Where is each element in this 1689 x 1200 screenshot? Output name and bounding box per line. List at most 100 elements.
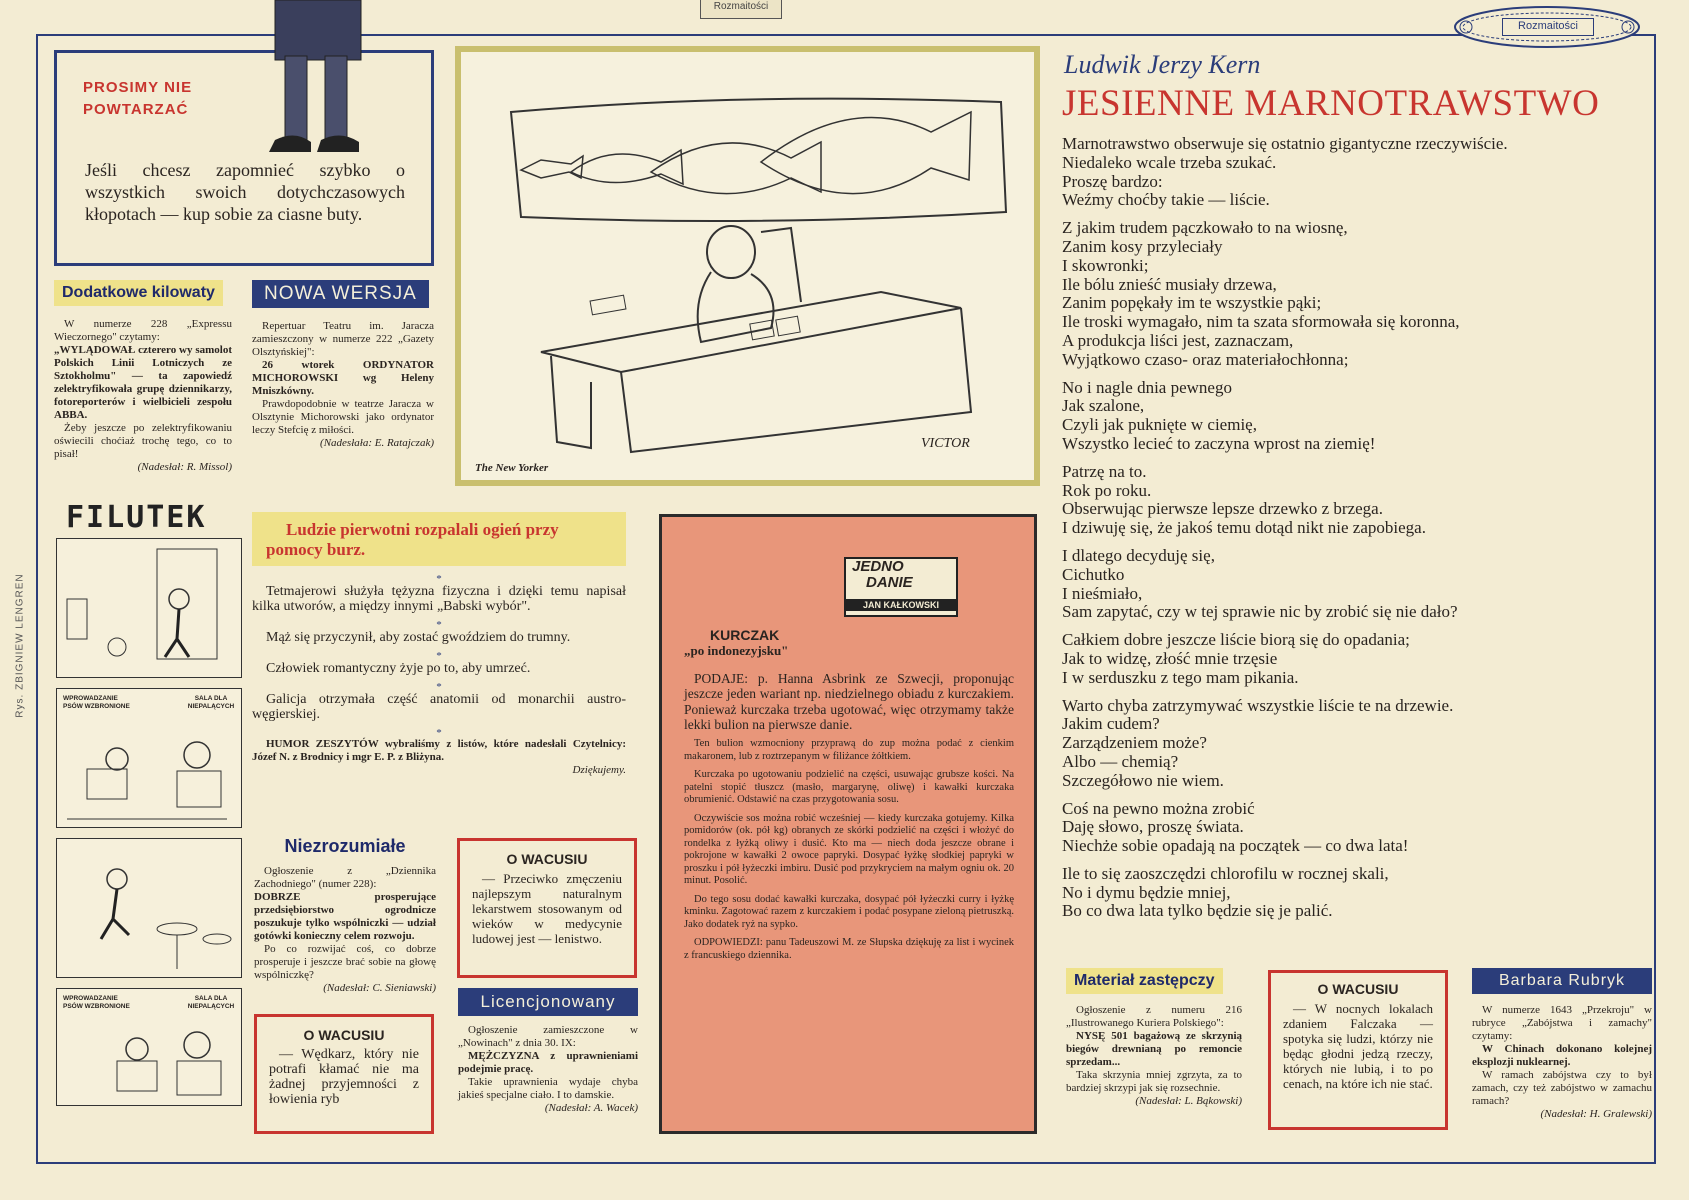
panel-4-sign-right: SALA DLA NIEPALĄCYCH [187,995,235,1010]
panel-2-sign-right: SALA DLA NIEPALĄCYCH [187,695,235,710]
dodatkowe-quote: „WYLĄDOWAŁ czterero wy samolot Polskich … [54,344,232,421]
poem-line: Proszę bardzo: [1062,171,1163,191]
recipe-p6: ODPOWIEDZI: panu Tadeuszowi M. ze Słupsk… [684,937,1014,961]
poem-stanza: Z jakim trudem pączkowało to na wiosnę,Z… [1062,218,1652,369]
poem-section: Ludwik Jerzy Kern JESIENNE MARNOTRAWSTWO… [1062,50,1652,930]
jedno-danie-logo-line2: DANIE [866,574,913,591]
barbara-section: Barbara Rubryk W numerze 1643 „Przekroju… [1472,968,1652,1121]
material-intro: Ogłoszenie z numeru 216 „Ilustrowanego K… [1066,1004,1242,1029]
recipe-p1: PODAJE: p. Hanna Asbrink ze Szwecji, pro… [684,671,1014,732]
niezrozumiale-section: Niezrozumiałe Ogłoszenie z „Dziennika Za… [254,836,436,995]
filutek-panel-2: WPROWADZANIE PSÓW WZBRONIONE SALA DLA NI… [56,688,242,828]
poem-line: Ile to się zaoszczędzi chlorofilu w rocz… [1062,863,1389,883]
dodatkowe-comment: Żeby jeszcze po zelektryfikowaniu oświec… [54,422,232,460]
material-comment: Taka skrzynia mniej zgrzyta, za to bardz… [1066,1069,1242,1094]
barbara-comment: W ramach zabójstwa czy to był zamach, cz… [1472,1069,1652,1107]
poem-line: Niechże sobie opadają na początek — co d… [1062,836,1409,856]
panel-2-drawing [67,741,227,820]
poem-line: Ile troski wymagało, nim ta szata sformo… [1062,312,1460,332]
poem-author: Ludwik Jerzy Kern [1064,50,1261,79]
poem-line: Jakim cudem? [1062,714,1160,734]
ludzie-section: Ludzie pierwotni rozpalali ogień przy po… [252,512,626,777]
recipe-title: KURCZAK [710,627,780,643]
wacus1-box: O WACUSIU — Wędkarz, który nie potrafi k… [254,1014,434,1134]
poem-line: Zarządzeniem może? [1062,733,1207,753]
poem-line: I nieśmiało, [1062,583,1143,603]
poem-line: Zanim popękały im te wszystkie pąki; [1062,293,1322,313]
filutek-panel-3 [56,838,242,978]
ludzie-star-3: * [436,650,442,662]
poem-line: Patrzę na to. [1062,461,1147,481]
wacus1-heading: O WACUSIU [303,1027,385,1043]
panel-2-sign-left: WPROWADZANIE PSÓW WZBRONIONE [63,695,130,710]
jedno-danie-box: JEDNO DANIE JAN KAŁKOWSKI KURCZAK „po in… [659,514,1037,1134]
dodatkowe-intro: W numerze 228 „Expressu Wieczornego" czy… [54,318,232,343]
prosimy-title: PROSIMY NIE POWTARZAĆ [83,77,192,121]
panel-3-drawing [99,868,232,969]
barbara-quote: W Chinach dokonano kolejnej eksplozji nu… [1472,1043,1652,1068]
recipe-p3: Kurczaka po ugotowaniu podzielić na częś… [684,769,1014,806]
poem-line: A produkcja liści jest, zaznaczam, [1062,330,1294,350]
poem-title: JESIENNE MARNOTRAWSTWO [1062,83,1600,124]
poem-line: Wszystko lecieć to zaczyna wprost na zie… [1062,433,1376,453]
poem-stanza: Warto chyba zatrzymywać wszystkie liście… [1062,695,1652,791]
poem-line: Czyli jak puknięte w ciemię, [1062,415,1257,435]
poem-line: Obserwując pierwsze lepsze drzewko z brz… [1062,499,1383,519]
recipe-p4: Oczywiście sos można robić wcześniej — k… [684,812,1014,887]
dodatkowe-heading: Dodatkowe kilowaty [54,280,223,306]
cartoon-signature: VICTOR [921,436,970,451]
material-quote: NYSĘ 501 bagażową ze skrzynią biegów dre… [1066,1030,1242,1068]
wacus2-body: — Przeciwko zmęczeniu najlepszym natural… [472,871,622,946]
section-tab: Rozmaitości [700,0,782,19]
cartoon-frame: The New Yorker VICTOR [455,46,1040,486]
section-badge: Rozmaitości [1452,4,1642,50]
licencjonowany-section: Licencjonowany Ogłoszenie zamieszczone w… [458,988,638,1115]
cartoon-drawing [509,97,1008,454]
wacus3-body: — W nocnych lokalach zdaniem Falczaka — … [1283,1001,1433,1091]
cartoon-credit: The New Yorker [475,462,549,474]
niezrozumiale-intro: Ogłoszenie z „Dziennika Zachodniego" (nu… [254,865,436,890]
wacus1-body: — Wędkarz, który nie potrafi kłamać nie … [269,1047,419,1107]
licencjonowany-comment: Takie uprawnienia wydaje chyba jakieś sp… [458,1076,638,1101]
poem-line: Bo co dwa lata tylko będzie się je palić… [1062,901,1333,921]
wacus2-box: O WACUSIU — Przeciwko zmęczeniu najlepsz… [457,838,637,978]
panel-4-sign-left: WPROWADZANIE PSÓW WZBRONIONE [63,995,130,1010]
licencjonowany-heading: Licencjonowany [458,988,638,1016]
poem-line: Warto chyba zatrzymywać wszystkie liście… [1062,695,1454,715]
poem-line: Marnotrawstwo obserwuje się ostatnio gig… [1062,134,1508,153]
poem-line: Zanim kosy przyleciały [1062,236,1223,256]
poem-line: Całkiem dobre jeszcze liście biorą się d… [1062,630,1410,650]
ludzie-item-2: Mąż się przyczynił, aby zostać gwoździem… [266,630,571,645]
poem-line: I w serduszku z tego mam pikania. [1062,667,1299,687]
poem-line: Ile bólu znieść musiały drzewa, [1062,274,1277,294]
prosimy-title-line1: PROSIMY NIE [83,79,193,96]
panel-1-drawing [66,548,218,660]
poem-line: Wyjątkowo czaso- oraz materiałochłonna; [1062,349,1349,369]
panel-4-drawing [116,1031,222,1096]
poem-line: Cichutko [1062,564,1125,584]
poem-line: No i nagle dnia pewnego [1062,377,1232,397]
barbara-intro: W numerze 1643 „Przekroju" w rubryce „Za… [1472,1004,1652,1042]
poem-line: Z jakim trudem pączkowało to na wiosnę, [1062,218,1348,238]
licencjonowany-credit: (Nadesłał: A. Wacek) [544,1102,638,1114]
nowa-wersja-intro: Repertuar Teatru im. Jaracza zamieszczon… [252,320,434,358]
poem-stanza: Ile to się zaoszczędzi chlorofilu w rocz… [1062,863,1652,921]
nowa-wersja-comment: Prawdopodobnie w teatrze Jaracza w Olszt… [252,398,434,436]
barbara-credit: (Nadesłał: H. Gralewski) [1540,1108,1652,1120]
prosimy-box: PROSIMY NIE POWTARZAĆ Jeśli chcesz zapom… [54,50,434,266]
dodatkowe-section: Dodatkowe kilowaty W numerze 228 „Expres… [54,280,232,474]
ludzie-star-1: * [436,573,442,585]
ludzie-item-1: Tetmajerowi służyła tężyzna fizyczna i d… [252,584,626,614]
wacus2-heading: O WACUSIU [506,851,588,867]
ludzie-footer: HUMOR ZESZYTÓW wybraliśmy z listów, któr… [252,738,626,763]
page-frame [36,34,1656,1164]
poem-line: Sam zapytać, czy w tej sprawie nic by zr… [1062,602,1458,622]
licencjonowany-quote: MĘŻCZYZNA z uprawnieniami podejmie pracę… [458,1050,638,1075]
poem-line: I skowronki; [1062,255,1149,275]
recipe-content: KURCZAK „po indonezyjsku" PODAJE: p. Han… [684,627,1014,962]
niezrozumiale-heading: Niezrozumiałe [284,836,406,856]
poem-line: Rok po roku. [1062,480,1152,500]
poem-stanza: Całkiem dobre jeszcze liście biorą się d… [1062,630,1652,687]
